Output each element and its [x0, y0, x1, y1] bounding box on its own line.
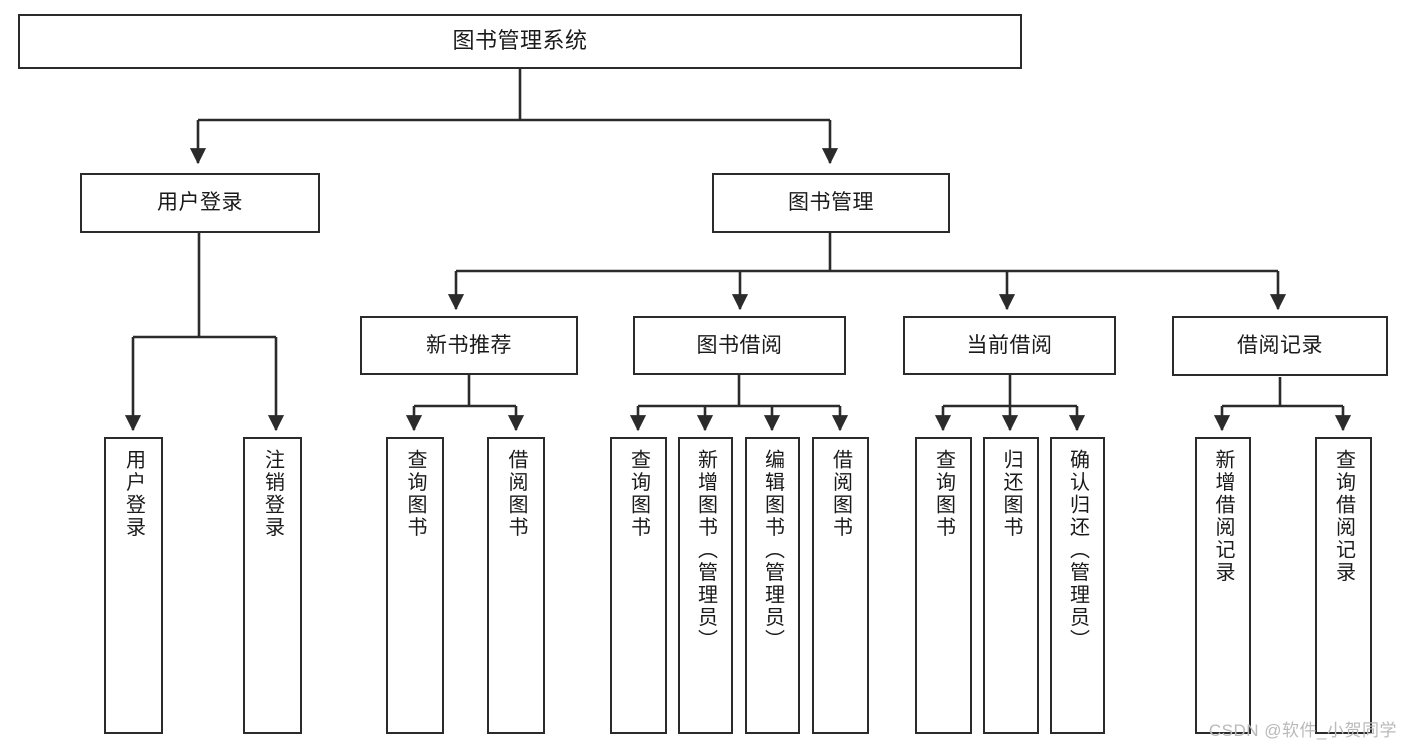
node-borrow-records[interactable]: 借阅记录: [1172, 316, 1388, 376]
node-label: 查询图书: [404, 449, 426, 539]
node-label: 新增借阅记录: [1212, 449, 1234, 584]
node-root-system[interactable]: 图书管理系统: [18, 14, 1022, 69]
node-label: 新书推荐: [426, 333, 512, 357]
leaf-records-add-record[interactable]: 新增借阅记录: [1195, 437, 1251, 734]
node-label: 用户登录: [122, 449, 145, 539]
node-label: 图书管理系统: [452, 28, 588, 54]
leaf-user-login-signin[interactable]: 用户登录: [104, 437, 163, 734]
node-label: 查询图书: [932, 449, 955, 539]
node-user-login[interactable]: 用户登录: [80, 173, 320, 233]
leaf-current-confirm-return-admin[interactable]: 确认归还（管理员）: [1050, 437, 1105, 734]
node-label: 归还图书: [1000, 449, 1022, 539]
leaf-new-book-query[interactable]: 查询图书: [386, 437, 444, 734]
node-book-borrow[interactable]: 图书借阅: [633, 316, 846, 375]
node-label: 查询图书: [627, 449, 650, 539]
node-label: 当前借阅: [966, 333, 1053, 357]
leaf-borrow-borrow-book[interactable]: 借阅图书: [812, 437, 869, 734]
leaf-new-book-borrow[interactable]: 借阅图书: [487, 437, 545, 734]
leaf-current-return-book[interactable]: 归还图书: [983, 437, 1039, 734]
node-book-management[interactable]: 图书管理: [712, 173, 950, 233]
node-label: 注销登录: [261, 449, 284, 539]
node-label: 用户登录: [157, 191, 243, 215]
leaf-borrow-add-book-admin[interactable]: 新增图书（管理员）: [678, 437, 733, 734]
node-label: 借阅图书: [829, 449, 852, 539]
node-current-borrow[interactable]: 当前借阅: [903, 316, 1116, 375]
node-label: 图书管理: [788, 191, 874, 215]
node-label: 图书借阅: [696, 333, 783, 357]
leaf-borrow-query-book[interactable]: 查询图书: [610, 437, 667, 734]
node-label: 借阅图书: [505, 449, 527, 539]
node-label: 查询借阅记录: [1332, 449, 1355, 584]
leaf-user-login-signout[interactable]: 注销登录: [243, 437, 302, 734]
node-label: 新增图书（管理员）: [694, 449, 717, 652]
node-label: 编辑图书（管理员）: [761, 449, 784, 652]
node-label: 确认归还（管理员）: [1066, 449, 1089, 652]
watermark: CSDN @软件_小贺同学: [1208, 721, 1397, 740]
leaf-borrow-edit-book-admin[interactable]: 编辑图书（管理员）: [745, 437, 800, 734]
node-label: 借阅记录: [1237, 334, 1323, 358]
node-new-book-recommend[interactable]: 新书推荐: [360, 316, 578, 375]
leaf-records-query-record[interactable]: 查询借阅记录: [1315, 437, 1372, 734]
leaf-current-query-book[interactable]: 查询图书: [915, 437, 972, 734]
